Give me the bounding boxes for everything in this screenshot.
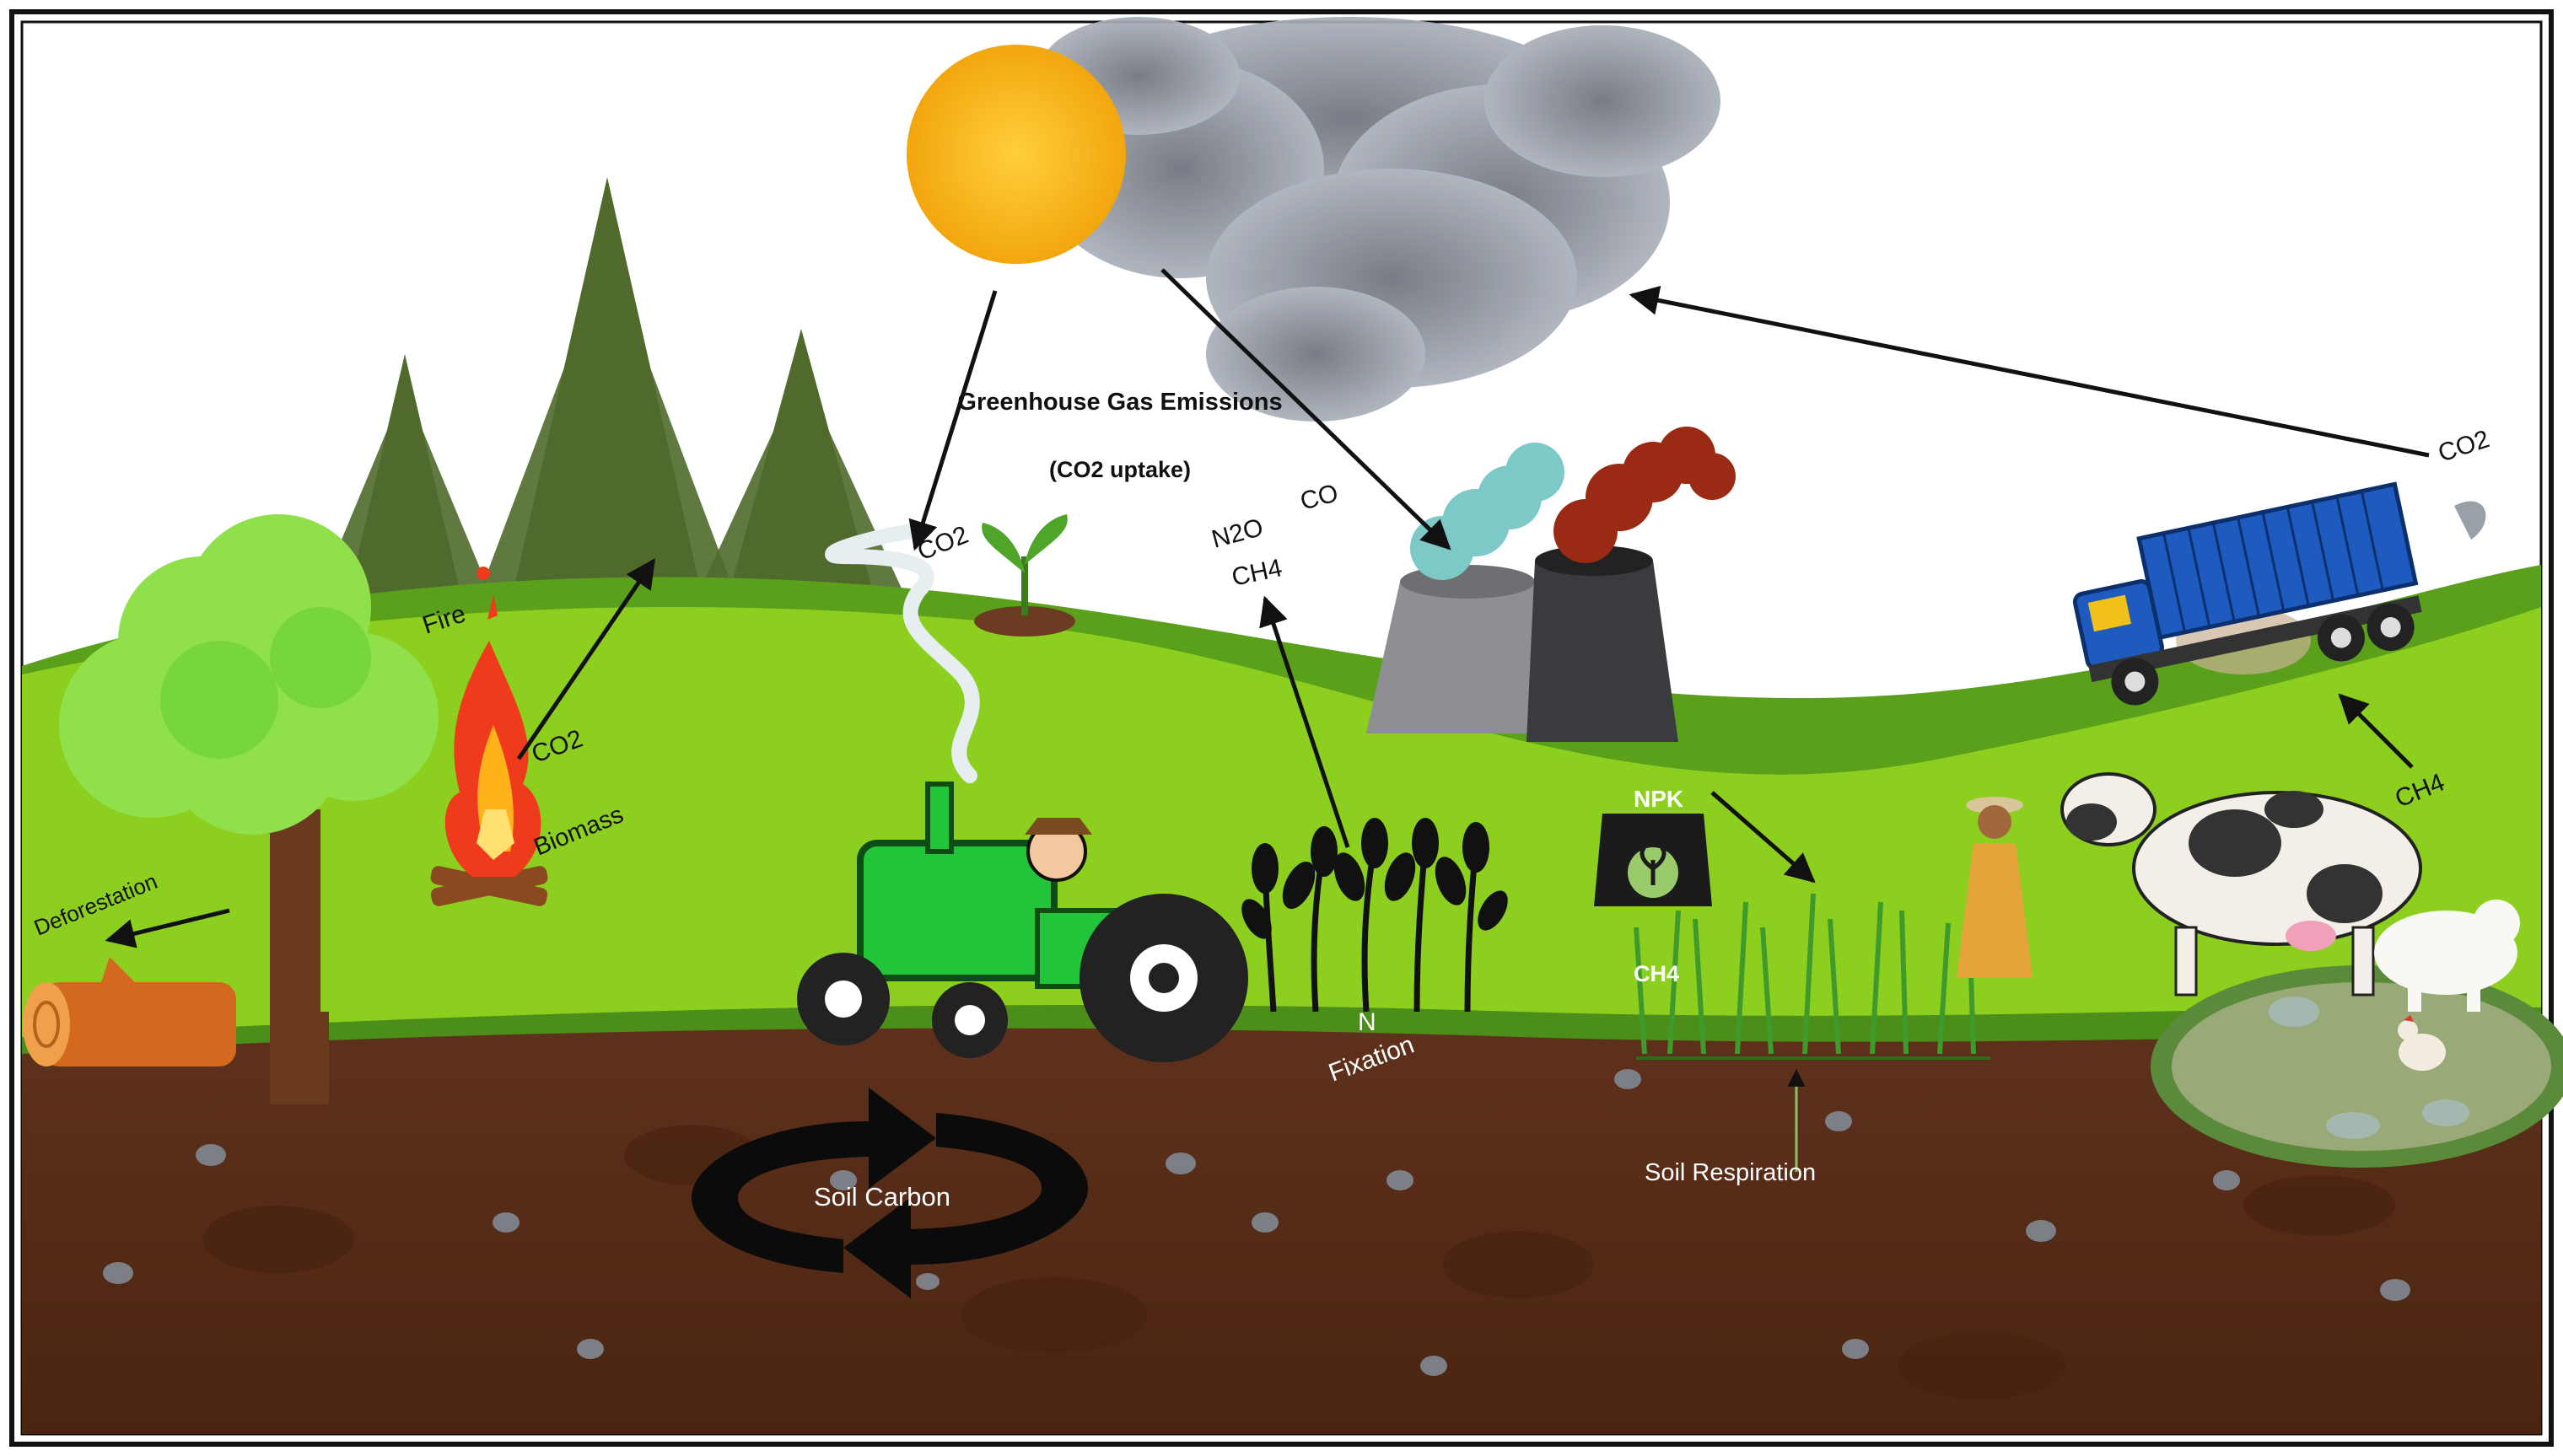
- label-greenhouse-gas-emissions: Greenhouse Gas Emissions: [957, 389, 1282, 416]
- arrow-tree-to-log: [105, 908, 230, 948]
- dairy-cow: [2060, 772, 2422, 997]
- label-soil-carbon: Soil Carbon: [814, 1182, 950, 1212]
- campfire: [430, 567, 548, 906]
- deciduous-tree: [59, 514, 439, 1104]
- arrow-cloud-to-factory: [1160, 268, 1451, 551]
- npk-fertilizer-bag: [1594, 814, 1712, 906]
- farmer-woman: [1957, 797, 2033, 978]
- tractor-exhaust-smoke: [825, 524, 980, 783]
- label-n-fixation-line1: N: [1358, 1008, 1376, 1036]
- label-ch4-paddy: CH4: [1634, 961, 1679, 986]
- farm-pond: [2151, 965, 2563, 1168]
- wheat-field: [1241, 818, 1508, 1013]
- sheep: [2374, 900, 2520, 1012]
- front-hill: [22, 607, 2541, 1054]
- arrow-npk-to-paddy: [1710, 791, 1816, 884]
- hen: [2398, 1015, 2446, 1071]
- sun: [907, 45, 1126, 264]
- arrow-cow-to-truck: [2338, 693, 2414, 769]
- arrow-fire-to-forest: [516, 558, 656, 760]
- flow-arrows: [105, 268, 2430, 948]
- soil-layer: [22, 1028, 2541, 1434]
- cut-log: [23, 957, 236, 1066]
- label-soil-respiration: Soil Respiration: [1645, 1159, 1816, 1186]
- factory-cooling-towers: [1366, 427, 1736, 742]
- paddy-crops: [1634, 893, 1976, 1055]
- smog-cloud: [1037, 17, 1720, 422]
- seedling: [974, 514, 1075, 637]
- soil-clods: [202, 1125, 2395, 1400]
- soil-stones: [103, 1069, 2410, 1376]
- label-npk: NPK: [1634, 786, 1683, 812]
- arrow-crops-to-n2o: [1259, 595, 1350, 848]
- pine-forest: [320, 177, 902, 624]
- label-co2-uptake: (CO2 uptake): [1049, 457, 1191, 482]
- arrow-truck-to-cloud: [1629, 286, 2430, 458]
- soil-carbon-cycle-arrows: [692, 1088, 1088, 1298]
- truck: [2072, 481, 2486, 706]
- tractor: [797, 782, 1248, 1062]
- arrow-sun-to-sapling: [908, 290, 998, 551]
